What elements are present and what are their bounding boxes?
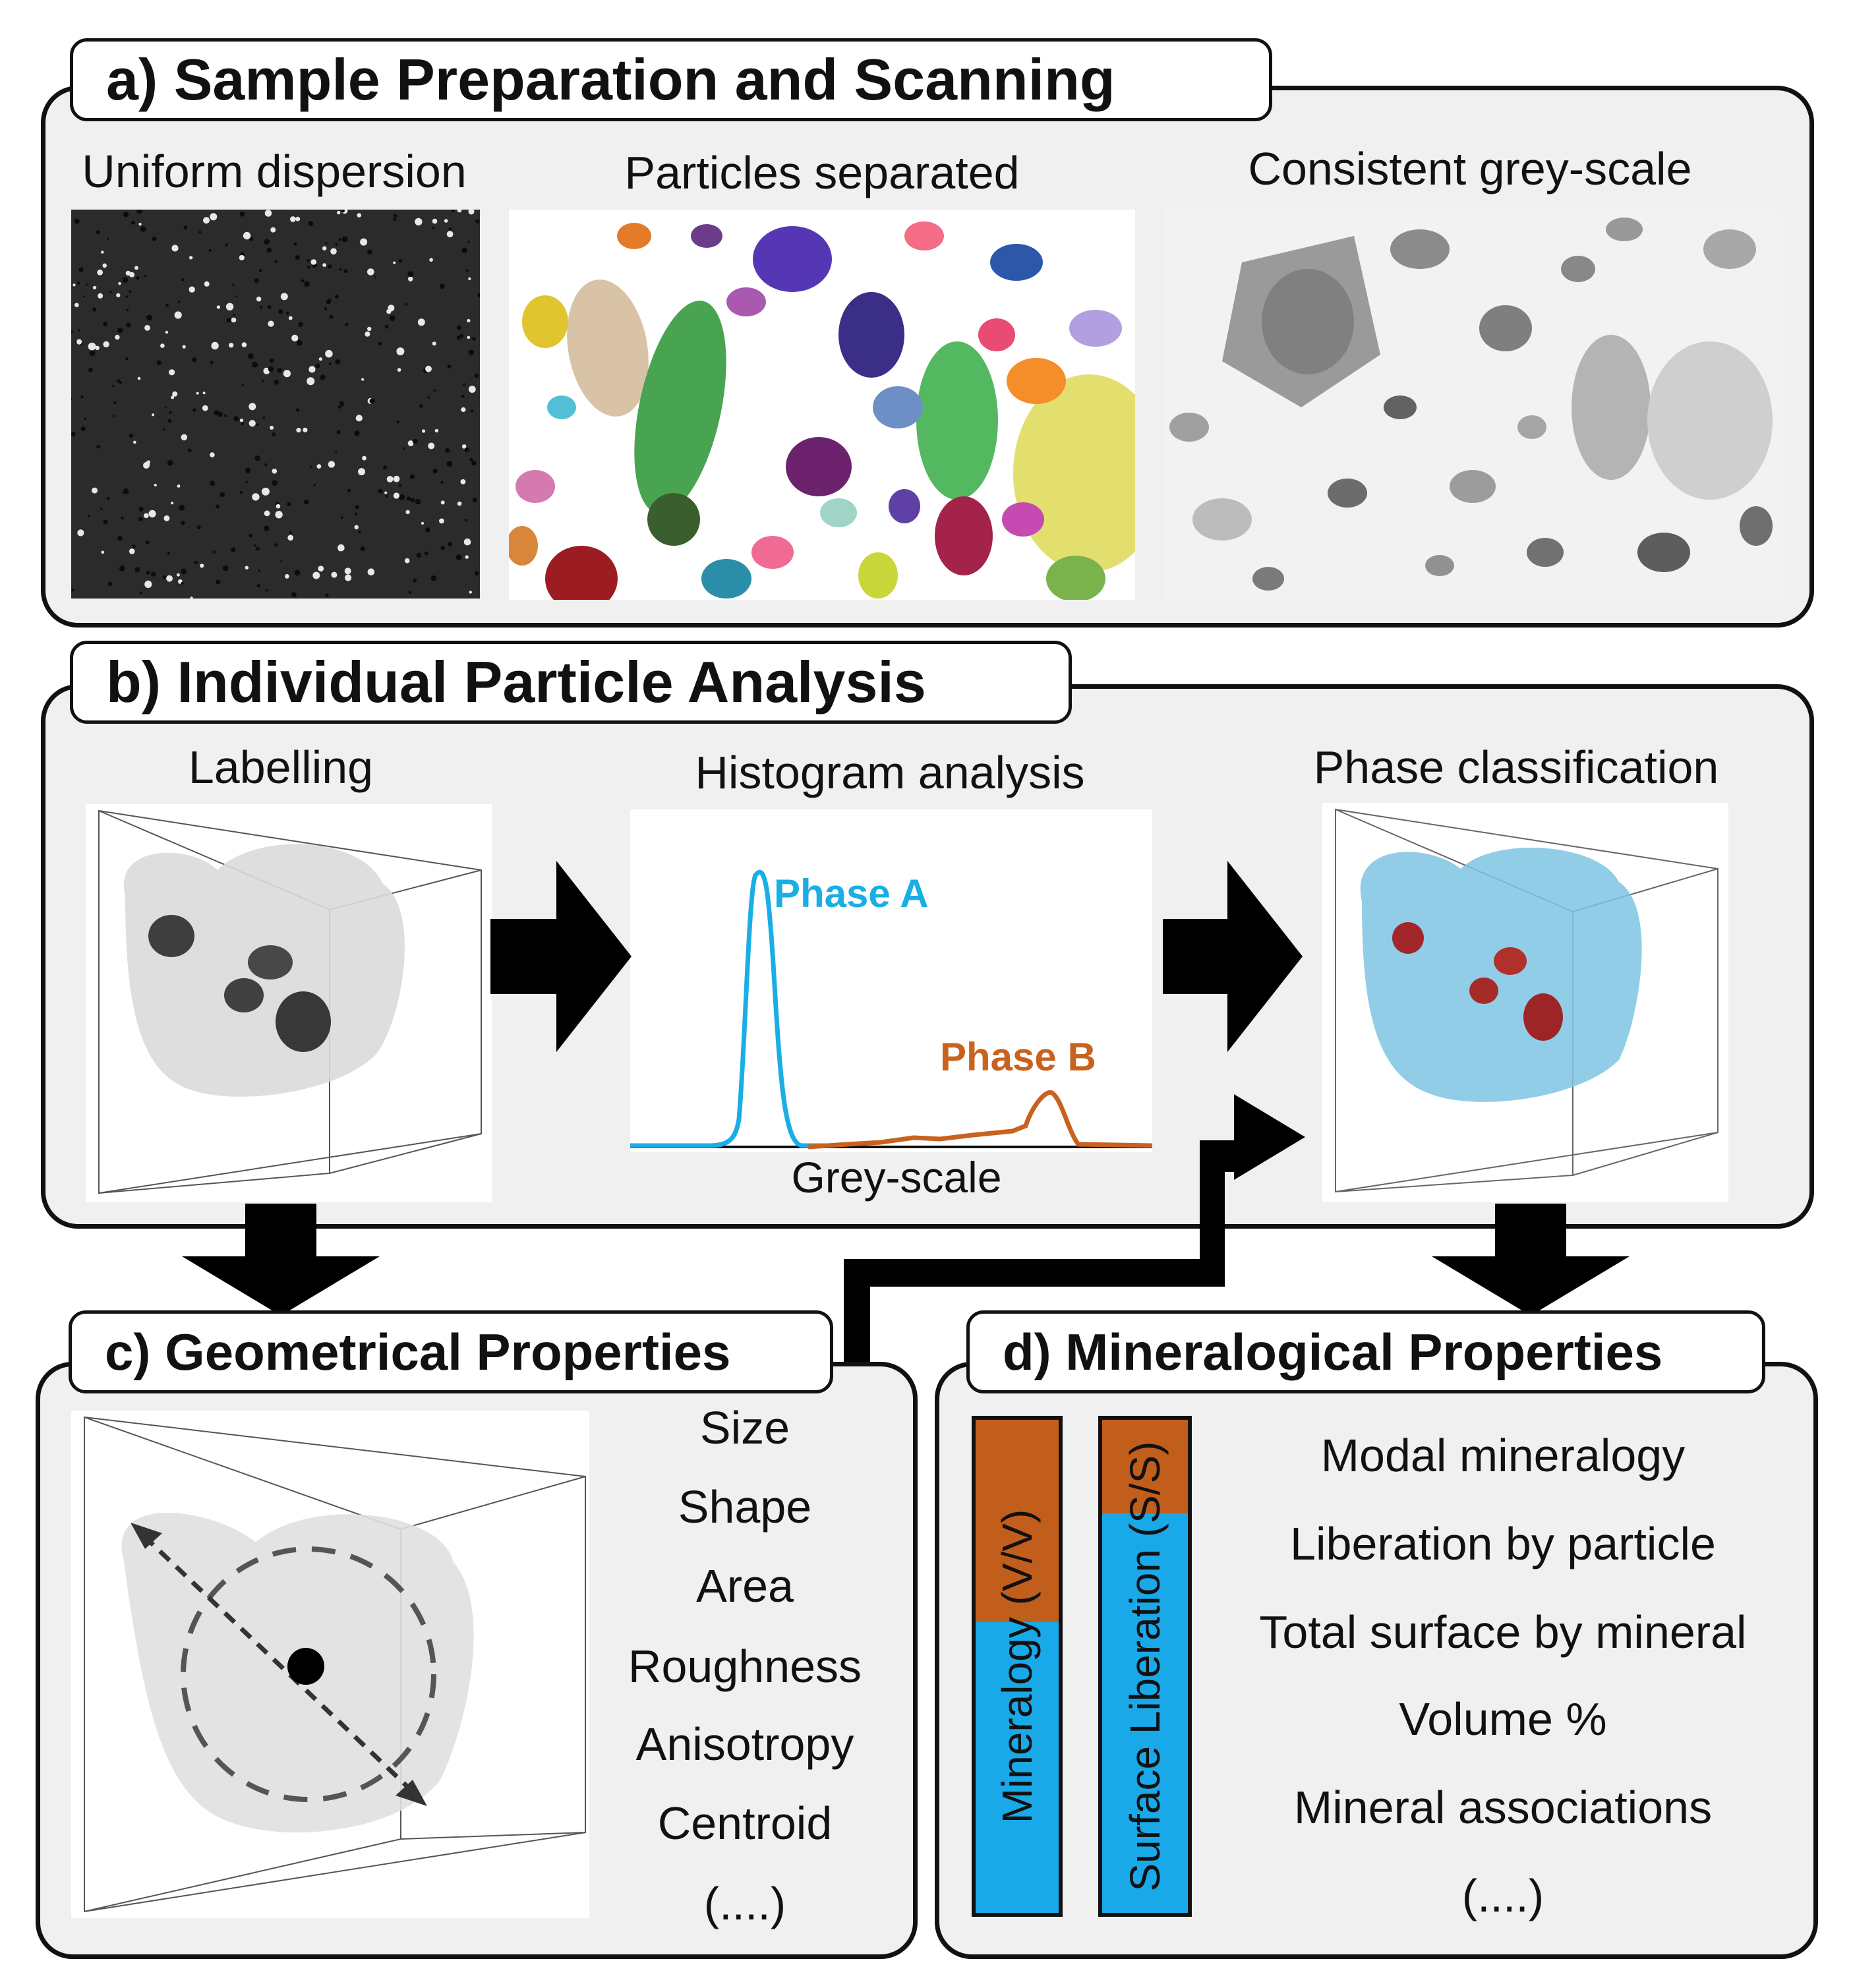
geometry-image xyxy=(71,1411,589,1918)
centroid-dot xyxy=(287,1648,324,1685)
panel-a-title: a) Sample Preparation and Scanning xyxy=(70,38,1272,121)
arrow-labelling-to-geometry xyxy=(182,1204,380,1316)
caption-consistent-grey-scale: Consistent grey-scale xyxy=(1248,143,1692,194)
uniform-dispersion-image xyxy=(71,210,480,599)
histogram-plot: Phase A Phase B xyxy=(630,809,1152,1152)
arrow-phase-to-mineralogy xyxy=(1432,1204,1630,1316)
caption-labelling: Labelling xyxy=(188,742,374,793)
list-item-mineral-associations: Mineral associations xyxy=(1293,1782,1713,1833)
caption-phase-classification: Phase classification xyxy=(1313,742,1719,793)
surface-liberation-bar-label: Surface Liberation (S/S) xyxy=(1121,1441,1169,1892)
phase-b-label: Phase B xyxy=(940,1035,1096,1079)
mineralogy-bar-orange-fill xyxy=(976,1420,1059,1622)
list-item-more: (....) xyxy=(703,1878,786,1929)
caption-particles-separated: Particles separated xyxy=(624,147,1020,198)
list-item-more-minerals: (....) xyxy=(1461,1870,1544,1921)
consistent-grey-scale-image xyxy=(1163,210,1782,600)
panel-d-title: d) Mineralogical Properties xyxy=(966,1310,1765,1393)
phase-a-label: Phase A xyxy=(774,871,929,916)
surface-liberation-bar: Surface Liberation (S/S) xyxy=(1098,1416,1192,1917)
mineralogy-bar-label: Mineralogy (V/V) xyxy=(993,1509,1041,1824)
list-item-anisotropy: Anisotropy xyxy=(635,1718,854,1770)
panel-c-title: c) Geometrical Properties xyxy=(69,1310,833,1393)
list-item-area: Area xyxy=(696,1560,794,1612)
list-item-modal-mineralogy: Modal mineralogy xyxy=(1320,1430,1686,1481)
list-item-liberation-by-particle: Liberation by particle xyxy=(1290,1518,1716,1569)
caption-histogram-analysis: Histogram analysis xyxy=(695,747,1085,798)
panel-d xyxy=(935,1362,1818,1959)
equivalent-circle xyxy=(181,1546,436,1802)
list-item-centroid: Centroid xyxy=(657,1798,833,1849)
particles-separated-image xyxy=(509,210,1135,600)
arrow-geometry-to-phase xyxy=(844,1094,1305,1417)
max-length-line xyxy=(142,1534,416,1795)
histogram-x-label: Grey-scale xyxy=(791,1153,1002,1202)
caption-uniform-dispersion: Uniform dispersion xyxy=(82,146,467,197)
phase-a-curve xyxy=(630,869,828,1148)
labelling-image xyxy=(86,804,492,1202)
list-item-roughness: Roughness xyxy=(628,1641,862,1692)
mineralogy-bar: Mineralogy (V/V) xyxy=(972,1416,1063,1917)
list-item-size: Size xyxy=(699,1402,790,1453)
arrow-histogram-to-phase xyxy=(1163,861,1303,1052)
phase-classification-image xyxy=(1322,803,1728,1202)
phase-b-curve xyxy=(808,1090,1152,1150)
panel-b-title: b) Individual Particle Analysis xyxy=(70,641,1072,724)
surface-liberation-bar-orange-fill xyxy=(1102,1420,1188,1514)
list-item-shape: Shape xyxy=(678,1481,812,1533)
arrow-labelling-to-histogram xyxy=(490,861,632,1052)
list-item-volume-percent: Volume % xyxy=(1399,1693,1607,1745)
list-item-total-surface: Total surface by mineral xyxy=(1259,1606,1747,1658)
